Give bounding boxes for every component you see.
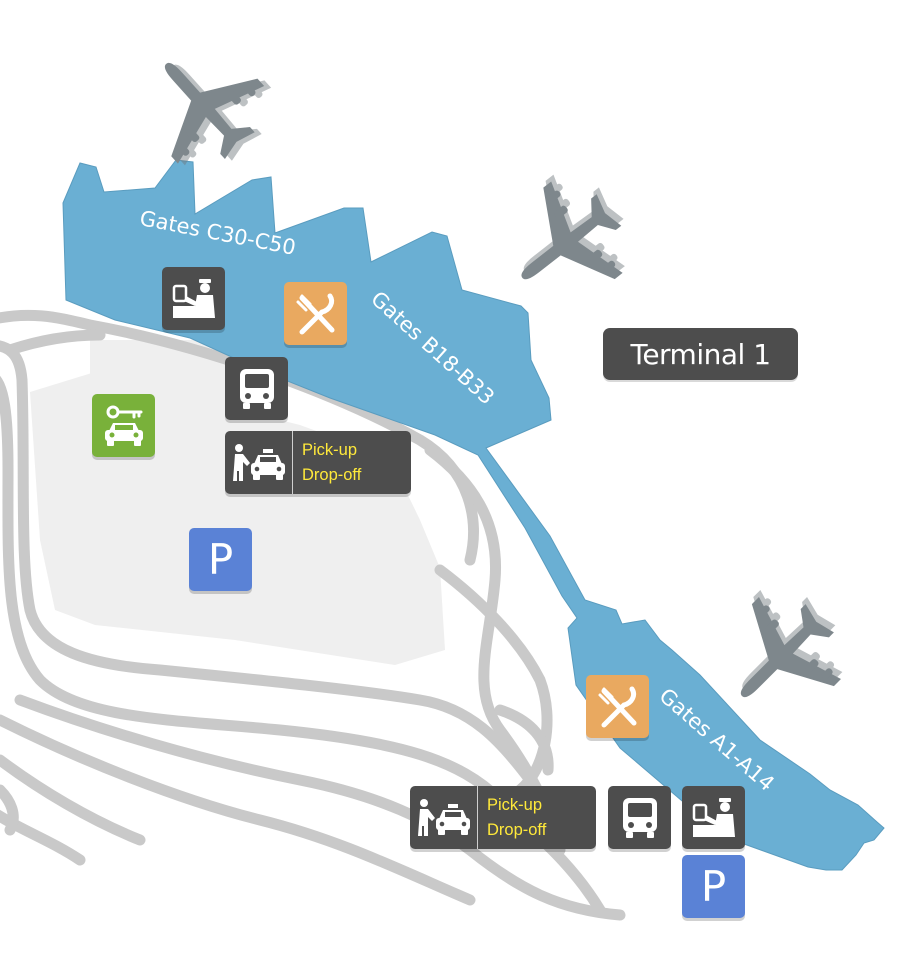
bus-icon — [239, 368, 274, 409]
restaurant-upper[interactable] — [284, 282, 347, 345]
car-rental-key-icon — [104, 405, 143, 446]
taxi-icon — [232, 443, 285, 481]
bus-icon — [622, 797, 657, 838]
bus-stop-upper[interactable] — [225, 357, 288, 420]
taxi-line2-lower: Drop-off — [487, 820, 547, 839]
taxi-pickup-lower[interactable]: Pick-up Drop-off — [410, 786, 596, 849]
bus-stop-lower[interactable] — [608, 786, 671, 849]
parking-icon: P — [207, 534, 234, 584]
passport-control-lower[interactable] — [682, 786, 745, 849]
terminal-building — [62, 159, 885, 871]
taxi-line1-lower: Pick-up — [487, 795, 543, 814]
fork-knife-icon — [598, 686, 636, 727]
airplane-icon-top — [123, 25, 290, 187]
taxi-line1-upper: Pick-up — [302, 440, 358, 459]
terminal-label: Terminal 1 — [603, 328, 798, 380]
parking-lower[interactable]: P — [682, 855, 745, 918]
fork-knife-icon — [296, 293, 334, 334]
passport-control-icon — [172, 278, 215, 318]
taxi-line2-upper: Drop-off — [302, 465, 362, 484]
parking-icon: P — [700, 861, 727, 911]
passport-control-icon — [692, 797, 735, 837]
taxi-pickup-upper[interactable]: Pick-up Drop-off — [225, 431, 411, 494]
taxi-icon — [417, 798, 470, 836]
car-rental[interactable] — [92, 394, 155, 457]
airplane-icon-right — [486, 157, 647, 324]
passport-control-upper[interactable] — [162, 267, 225, 330]
restaurant-lower[interactable] — [586, 675, 649, 738]
parking-area-upper — [90, 340, 230, 390]
parking-upper[interactable]: P — [189, 528, 252, 591]
